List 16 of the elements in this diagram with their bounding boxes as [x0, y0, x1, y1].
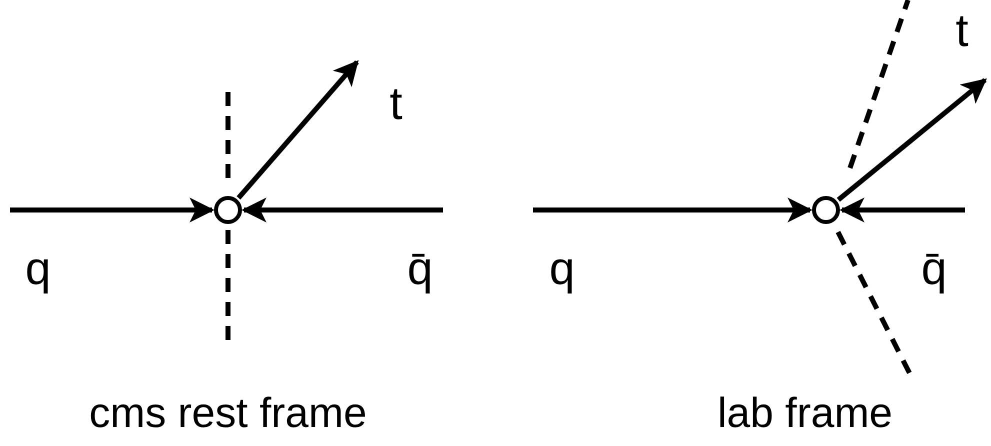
particle-label: q̄: [921, 245, 947, 291]
vertex-circle: [812, 196, 840, 224]
arrow: [242, 198, 443, 222]
arrow: [236, 60, 359, 200]
arrow: [840, 198, 965, 222]
vertex-circle: [214, 196, 242, 224]
arrow: [836, 78, 987, 202]
frame-caption: cms rest frame: [89, 392, 367, 434]
arrow: [10, 198, 214, 222]
particle-label: t: [956, 7, 968, 53]
particle-label: q: [25, 245, 51, 291]
particle-label: q: [549, 245, 575, 291]
frame-caption: lab frame: [717, 392, 893, 434]
arrow: [533, 198, 812, 222]
particle-label: t: [390, 80, 402, 126]
particle-label: q̄: [407, 245, 433, 291]
